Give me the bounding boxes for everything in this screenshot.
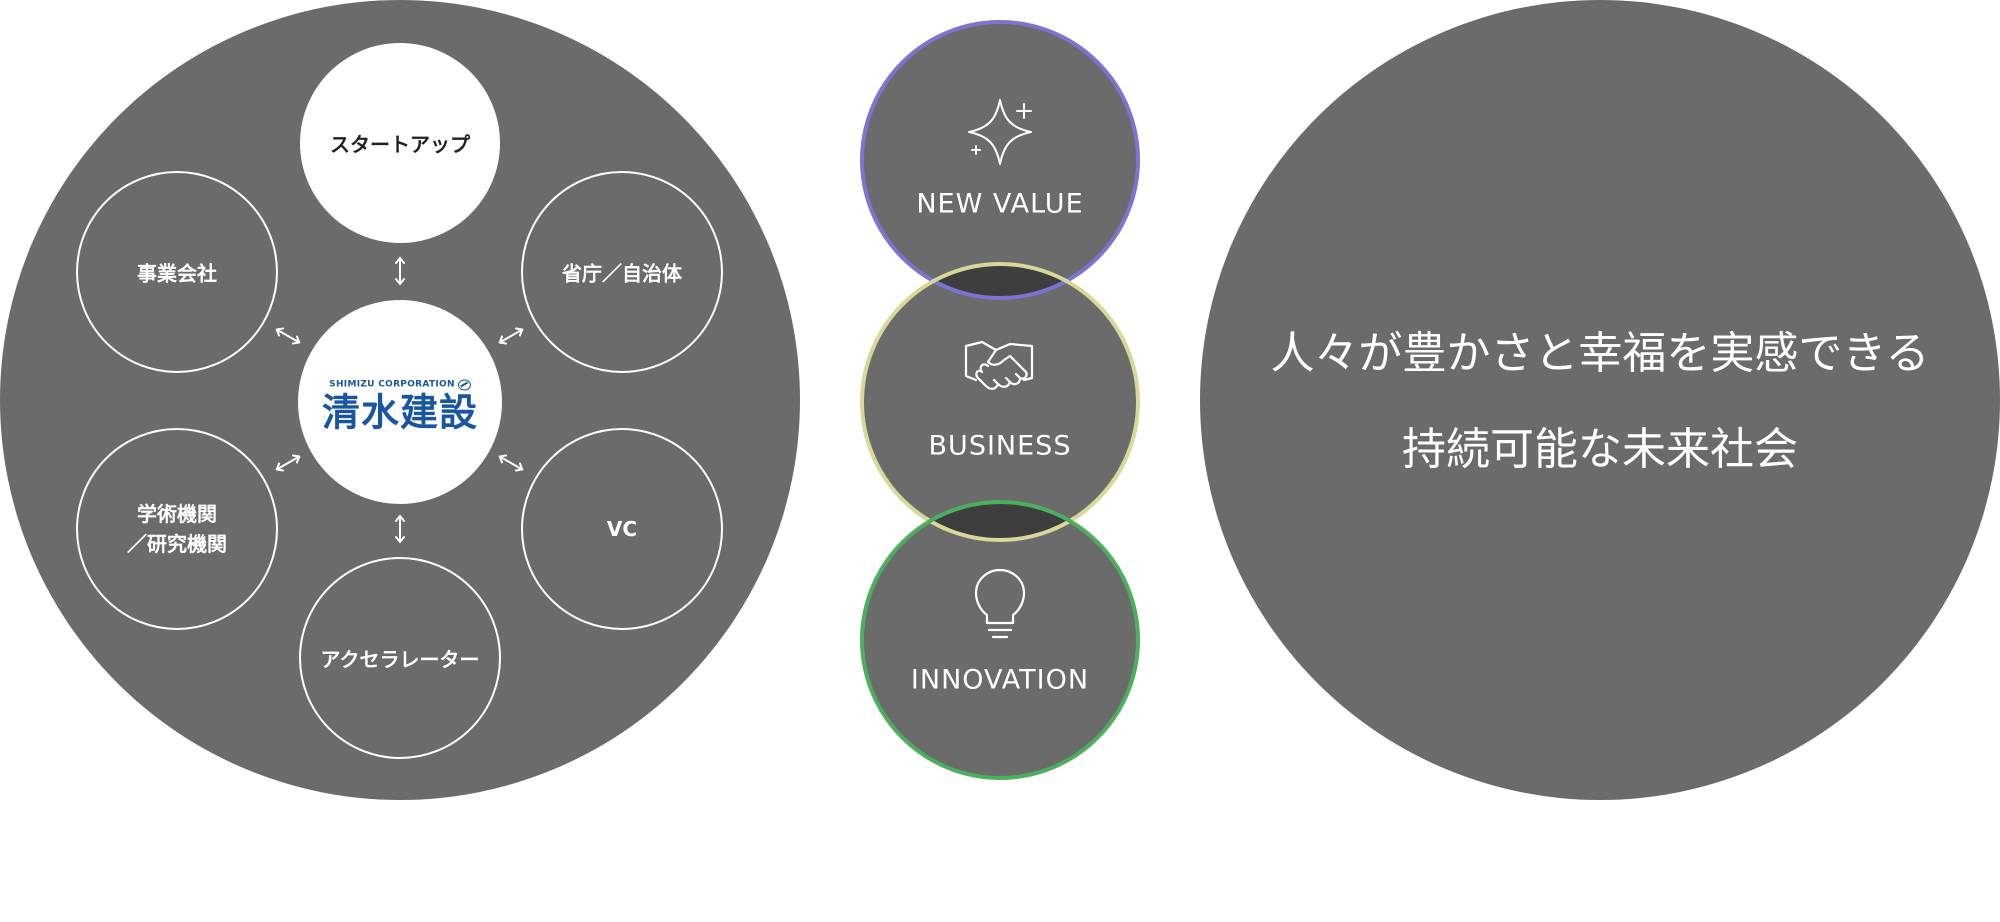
partner-circle-government bbox=[521, 171, 723, 373]
goal-circle bbox=[1200, 0, 2000, 800]
venn-ring-business bbox=[860, 262, 1140, 542]
partner-label-accelerator: アクセラレーター bbox=[320, 647, 480, 672]
logo-main-text: 清水建設 bbox=[321, 389, 479, 435]
partner-label-academic-line2: ／研究機関 bbox=[127, 532, 227, 556]
partner-circle-accelerator bbox=[299, 557, 501, 759]
partner-circle-startup bbox=[300, 43, 500, 243]
venn-label-innovation: INNOVATION bbox=[910, 664, 1090, 696]
logo-subtitle-text: SHIMIZU CORPORATION bbox=[329, 379, 455, 390]
partner-label-vc: VC bbox=[606, 517, 638, 541]
goal-text: 人々が豊かさと幸福を実感できる 持続可能な未来社会 bbox=[1270, 306, 1929, 498]
arrow-academic-icon bbox=[275, 454, 301, 472]
venn-label-business: BUSINESS bbox=[928, 430, 1072, 462]
partner-label-startup: スタートアップ bbox=[330, 132, 470, 157]
shimizu-logo: SHIMIZU CORPORATION 清水建設 bbox=[322, 372, 478, 433]
venn-ring-new-value bbox=[860, 20, 1140, 300]
partner-circle-vc bbox=[521, 428, 723, 630]
arrow-government-icon bbox=[498, 327, 524, 345]
arrow-business-company-icon bbox=[275, 327, 301, 345]
center-circle-shimizu bbox=[298, 300, 502, 504]
partner-label-academic: 学術機関 ／研究機関 bbox=[127, 499, 227, 559]
arrow-accelerator-icon bbox=[395, 515, 405, 543]
partner-circle-business-company bbox=[76, 171, 278, 373]
handshake-icon bbox=[964, 340, 1034, 390]
arrow-vc-icon bbox=[498, 454, 524, 472]
partner-circle-academic bbox=[76, 428, 278, 630]
arrow-startup-icon bbox=[395, 257, 405, 285]
partner-label-government: 省庁／自治体 bbox=[562, 261, 682, 286]
logo-mark-icon bbox=[457, 379, 471, 390]
partner-label-academic-line1: 学術機関 bbox=[137, 502, 217, 526]
venn-label-new-value: NEW VALUE bbox=[916, 188, 1084, 220]
lightbulb-icon bbox=[974, 568, 1026, 639]
venn-circle-business bbox=[862, 264, 1138, 540]
goal-line-2: 持続可能な未来社会 bbox=[1402, 424, 1798, 475]
partner-label-business-company: 事業会社 bbox=[137, 261, 217, 286]
venn-ring-innovation bbox=[860, 500, 1140, 780]
goal-line-1: 人々が豊かさと幸福を実感できる bbox=[1270, 328, 1930, 379]
logo-subtitle: SHIMIZU CORPORATION bbox=[329, 379, 471, 390]
sparkle-icon bbox=[968, 99, 1032, 165]
venn-circle-innovation bbox=[862, 502, 1138, 778]
